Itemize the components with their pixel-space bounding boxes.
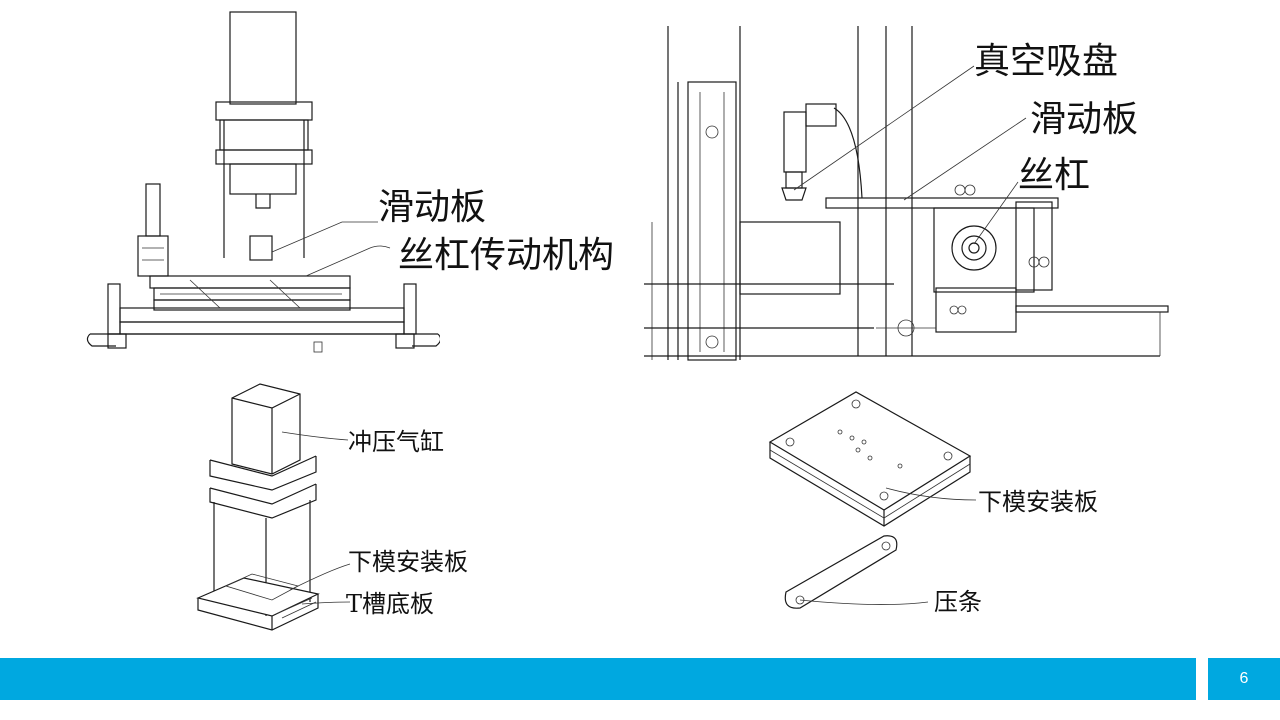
side-section-drawing bbox=[644, 22, 1174, 362]
label-press-strip: 压条 bbox=[934, 588, 982, 616]
label-screw-mechanism: 丝杠传动机构 bbox=[398, 235, 615, 276]
isometric-press-drawing bbox=[190, 380, 360, 652]
leader-slide-plate-2 bbox=[903, 117, 1027, 201]
leader-screw-mechanism bbox=[305, 245, 391, 277]
front-view-svg bbox=[86, 11, 440, 353]
leader-lower-die-plate-1 bbox=[289, 563, 351, 591]
label-screw: 丝杠 bbox=[1018, 155, 1091, 196]
side-section-svg bbox=[644, 26, 1169, 361]
leader-t-slot-plate bbox=[301, 601, 351, 605]
label-press-cylinder: 冲压气缸 bbox=[348, 428, 444, 456]
label-slide-plate-1: 滑动板 bbox=[378, 187, 487, 228]
leader-vacuum-cup bbox=[793, 65, 975, 191]
leader-press-strip bbox=[799, 599, 929, 605]
label-vacuum-cup: 真空吸盘 bbox=[974, 41, 1119, 82]
label-lower-die-plate-2: 下模安装板 bbox=[978, 488, 1098, 516]
isometric-press-svg bbox=[196, 383, 351, 631]
page-number: 6 bbox=[1208, 658, 1280, 700]
die-plate-drawing bbox=[760, 386, 980, 620]
footer-bar bbox=[0, 658, 1196, 700]
front-view-drawing bbox=[80, 8, 440, 368]
leader-screw bbox=[973, 181, 1019, 245]
label-slide-plate-2: 滑动板 bbox=[1030, 99, 1139, 140]
leader-cylinder bbox=[281, 431, 349, 441]
leader-lower-die-plate-2 bbox=[885, 487, 977, 501]
die-plate-svg bbox=[768, 391, 977, 609]
label-t-slot-plate: T槽底板 bbox=[346, 590, 435, 618]
leader-slide-plate bbox=[271, 221, 378, 253]
label-lower-die-plate-1: 下模安装板 bbox=[348, 548, 468, 576]
